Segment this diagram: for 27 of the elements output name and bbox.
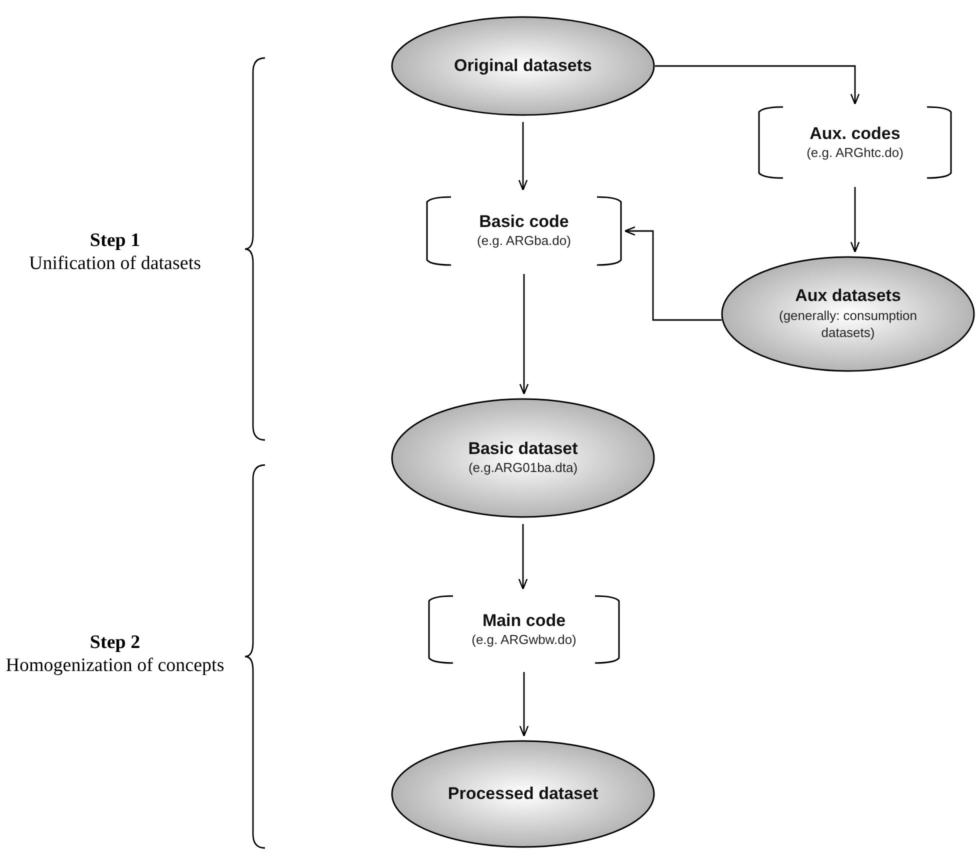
arrow: [518, 524, 528, 590]
dataset-ellipse: [391, 398, 655, 518]
node-note: (e.g. ARGba.do): [477, 232, 571, 250]
step-heading: Step 1: [88, 230, 142, 253]
step-heading: Step 2: [88, 632, 142, 655]
arrow: [655, 65, 860, 105]
dataset-ellipse: [721, 256, 975, 372]
node-title: Processed dataset: [448, 784, 598, 804]
node-title: Basic dataset: [468, 439, 578, 460]
node-note: (e.g. ARGhtc.do): [806, 144, 904, 162]
dataset-ellipse: [391, 740, 655, 848]
arrow: [519, 274, 529, 395]
step-description: Unification of datasets: [28, 253, 202, 276]
node-title: Aux datasets: [795, 286, 901, 307]
arrow: [519, 672, 529, 737]
step-description: Homogenization of concepts: [5, 655, 225, 678]
node-title: Original datasets: [454, 56, 592, 76]
arrow: [624, 226, 722, 321]
dataset-ellipse: [391, 16, 655, 116]
arrow: [518, 122, 528, 191]
node-note: (e.g.ARG01ba.dta): [468, 459, 578, 477]
node-title: Basic code: [479, 212, 569, 232]
arrow: [850, 187, 860, 253]
node-title: Main code: [482, 610, 566, 631]
node-title: Aux. codes: [810, 124, 900, 144]
node-note: (generally: consumption datasets): [778, 306, 918, 342]
node-note: (e.g. ARGwbw.do): [472, 630, 576, 648]
